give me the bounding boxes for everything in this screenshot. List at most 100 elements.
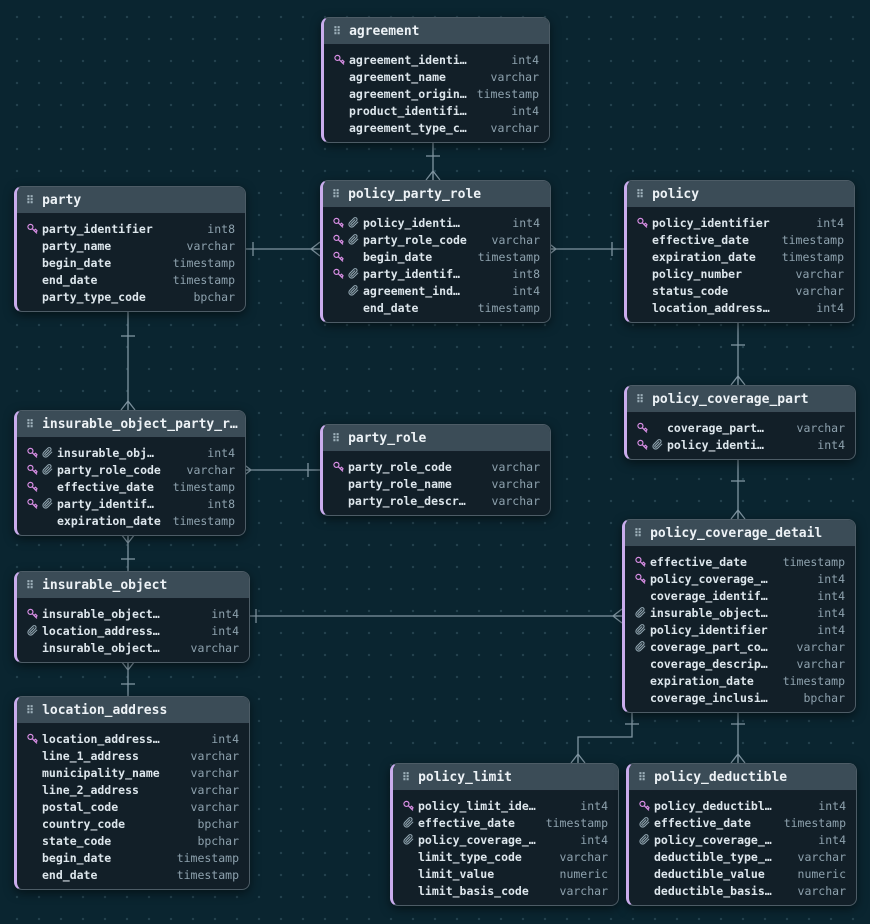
- relationship-line: [577, 711, 633, 763]
- field-type: numeric: [797, 866, 846, 881]
- field-row: deductible_type_…varchar: [629, 848, 856, 865]
- table-header[interactable]: ⠿insurable_object_party_r…: [17, 411, 245, 438]
- table-insurable_object_party_r[interactable]: ⠿insurable_object_party_r… insurable_obj……: [14, 410, 246, 536]
- field-name: expiration_date: [57, 513, 161, 528]
- foreign-key-icon: [635, 641, 650, 652]
- field-name: status_code: [652, 283, 729, 298]
- drag-handle-icon[interactable]: ⠿: [636, 187, 645, 201]
- table-name: policy_limit: [418, 769, 512, 785]
- drag-handle-icon[interactable]: ⠿: [636, 392, 645, 406]
- drag-handle-icon[interactable]: ⠿: [402, 770, 411, 784]
- empty-icon-slot: [27, 784, 42, 795]
- field-row: policy_coverage_…int4: [625, 570, 855, 587]
- field-name: policy_identifier: [652, 215, 770, 230]
- field-row: insurable_obj…int4: [17, 444, 245, 461]
- field-type: varchar: [190, 782, 239, 797]
- empty-icon-slot: [403, 885, 418, 896]
- table-header[interactable]: ⠿policy_party_role: [323, 181, 550, 208]
- field-name: line_2_address: [42, 782, 139, 797]
- field-type: timestamp: [172, 513, 235, 528]
- drag-handle-icon[interactable]: ⠿: [332, 431, 341, 445]
- empty-icon-slot: [635, 692, 650, 703]
- field-name: location_address…: [652, 300, 770, 315]
- drag-handle-icon[interactable]: ⠿: [634, 526, 643, 540]
- foreign-key-icon: [403, 817, 418, 828]
- field-type: varchar: [190, 640, 239, 655]
- drag-handle-icon[interactable]: ⠿: [333, 24, 342, 38]
- drag-handle-icon[interactable]: ⠿: [26, 703, 35, 717]
- field-type: timestamp: [782, 673, 845, 688]
- drag-handle-icon[interactable]: ⠿: [332, 187, 341, 201]
- table-header[interactable]: ⠿party_role: [323, 425, 550, 452]
- field-type: bpchar: [197, 816, 239, 831]
- table-header[interactable]: ⠿policy_coverage_detail: [625, 520, 855, 547]
- drag-handle-icon[interactable]: ⠿: [638, 770, 647, 784]
- table-header[interactable]: ⠿ policy_coverage_part: [627, 386, 855, 413]
- field-type: varchar: [559, 849, 608, 864]
- empty-icon-slot: [42, 515, 57, 526]
- foreign-key-icon: [348, 268, 363, 279]
- field-name: policy_limit_ide…: [418, 798, 536, 813]
- table-header[interactable]: ⠿agreement: [324, 18, 549, 45]
- field-row: line_2_address varchar: [17, 781, 249, 798]
- field-name: begin_date: [42, 850, 112, 865]
- field-name: postal_code: [42, 799, 119, 814]
- field-type: bpchar: [197, 833, 239, 848]
- drag-handle-icon[interactable]: ⠿: [26, 578, 35, 592]
- table-header[interactable]: ⠿ policy_limit: [393, 764, 618, 791]
- empty-icon-slot: [27, 642, 42, 653]
- foreign-key-icon: [42, 464, 57, 475]
- field-type: varchar: [797, 849, 846, 864]
- field-name: policy_identi…: [363, 215, 460, 230]
- field-row: party_identif…int8: [323, 265, 550, 282]
- field-type: int4: [211, 606, 239, 621]
- field-name: effective_date: [57, 479, 154, 494]
- field-type: timestamp: [477, 300, 540, 315]
- empty-icon-slot: [334, 122, 349, 133]
- foreign-key-icon: [42, 498, 57, 509]
- empty-icon-slot: [635, 590, 650, 601]
- primary-key-icon: [333, 251, 348, 262]
- table-name: policy_coverage_part: [652, 391, 809, 407]
- empty-icon-slot: [639, 851, 654, 862]
- table-header[interactable]: ⠿ insurable_object: [17, 572, 249, 599]
- drag-handle-icon[interactable]: ⠿: [26, 417, 35, 431]
- field-type: int4: [511, 52, 539, 67]
- foreign-key-icon: [42, 447, 57, 458]
- field-name: party_identif…: [57, 496, 154, 511]
- field-type: int8: [207, 221, 235, 236]
- field-name: agreement_identi…: [349, 52, 467, 67]
- field-name: effective_date: [650, 554, 747, 569]
- table-header[interactable]: ⠿policy: [627, 181, 854, 208]
- field-name: deductible_basis…: [654, 883, 772, 898]
- field-type: int4: [207, 445, 235, 460]
- drag-handle-icon[interactable]: ⠿: [26, 193, 35, 207]
- field-name: policy_coverage_…: [418, 832, 536, 847]
- field-row: insurable_object…int4: [625, 604, 855, 621]
- table-header[interactable]: ⠿policy_deductible: [629, 764, 856, 791]
- table-header[interactable]: ⠿party: [17, 187, 245, 214]
- field-type: int4: [511, 103, 539, 118]
- empty-icon-slot: [639, 885, 654, 896]
- table-header[interactable]: ⠿location_address: [17, 697, 249, 724]
- table-name: insurable_object: [42, 577, 168, 593]
